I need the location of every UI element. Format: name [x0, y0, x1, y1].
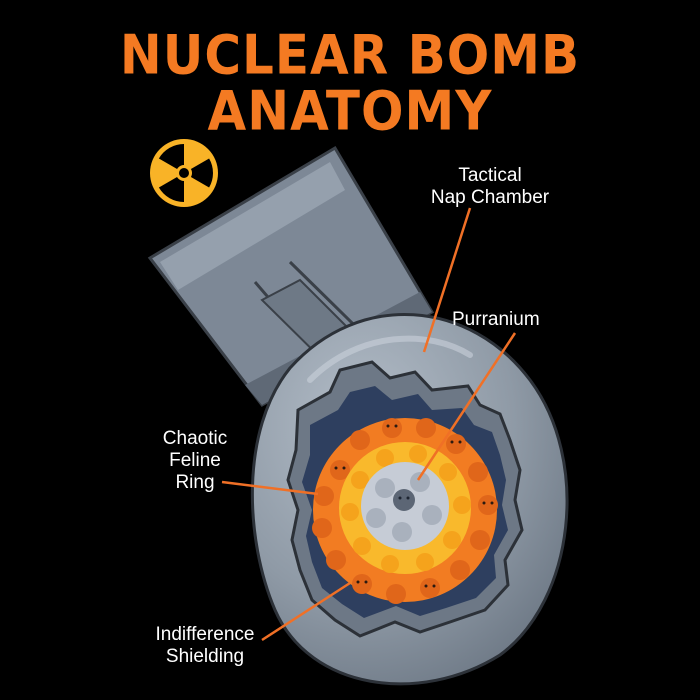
- radiation-icon: [150, 139, 218, 207]
- chaotic-leader-line: [221, 480, 319, 496]
- title-line-2: ANATOMY: [207, 79, 493, 143]
- tactical-leader-line: [422, 207, 472, 353]
- purranium-core: [361, 462, 449, 550]
- purranium-leader-line: [416, 332, 517, 481]
- label-purranium: Purranium: [452, 309, 540, 330]
- title-line-1: NUCLEAR BOMB: [119, 23, 581, 87]
- leader-lines: [221, 207, 517, 642]
- indifference-leader-line: [261, 581, 351, 642]
